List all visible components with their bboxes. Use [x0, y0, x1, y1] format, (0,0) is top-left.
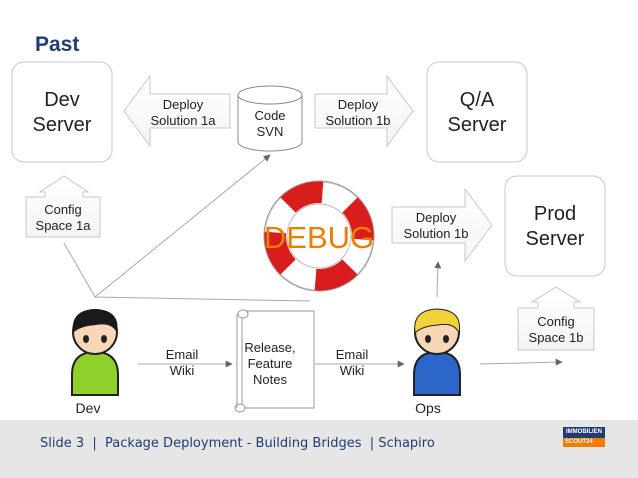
dev-person-icon — [71, 309, 119, 396]
svg-text:Deploy: Deploy — [338, 97, 379, 112]
svg-text:Feature: Feature — [248, 356, 293, 371]
dev-to-notes-line — [93, 296, 311, 302]
svg-text:Dev: Dev — [44, 89, 80, 111]
svg-text:SVN: SVN — [257, 124, 284, 139]
svg-text:Server: Server — [526, 228, 585, 250]
svg-text:Space 1b: Space 1b — [529, 330, 584, 345]
logo-bottom-text: SCOUT24 — [563, 438, 605, 447]
email-wiki-right-line2: Wiki — [340, 363, 365, 378]
svg-text:Code: Code — [254, 108, 285, 123]
deploy-solution-1b-top-arrow: Deploy Solution 1b — [314, 74, 414, 148]
svg-text:Deploy: Deploy — [416, 210, 457, 225]
ops-to-deploy-line — [434, 261, 442, 298]
code-svn-repository: Code SVN — [237, 85, 303, 152]
prod-server-box: Prod Server — [504, 175, 606, 277]
debug-label: DEBUG — [264, 220, 374, 255]
ops-person-icon — [413, 308, 461, 396]
svg-text:Notes: Notes — [253, 372, 287, 387]
svg-text:Prod: Prod — [534, 203, 576, 225]
deploy-solution-1b-prod-arrow: Deploy Solution 1b — [391, 187, 493, 263]
email-wiki-left-line2: Wiki — [170, 363, 195, 378]
svg-text:Release,: Release, — [244, 340, 295, 355]
svg-text:Server: Server — [448, 114, 507, 136]
qa-server-box: Q/A Server — [426, 61, 528, 163]
config-space-1b-arrow: Config Space 1b — [517, 286, 595, 351]
email-wiki-left-line1: Email — [166, 347, 199, 362]
dev-server-box: Dev Server — [11, 61, 113, 163]
footer-text: Slide 3 | Package Deployment - Building … — [40, 436, 435, 451]
dev-person-label: Dev — [76, 400, 101, 416]
svg-text:Solution 1b: Solution 1b — [325, 113, 390, 128]
logo-top-text: IMMOBILIEN — [563, 427, 605, 438]
ops-person-label: Ops — [415, 400, 441, 416]
ops-to-config-line — [479, 358, 563, 366]
footer-bar — [0, 420, 638, 478]
immobilienscout24-logo: IMMOBILIEN SCOUT24 — [563, 427, 605, 449]
dev-to-config-line — [63, 242, 96, 298]
slide-title: Past — [35, 33, 80, 56]
svg-text:Config: Config — [44, 202, 82, 217]
svg-text:Space 1a: Space 1a — [36, 218, 92, 233]
dev-to-svn-line — [94, 154, 271, 298]
email-wiki-right-line1: Email — [336, 347, 369, 362]
svg-text:Solution 1b: Solution 1b — [403, 226, 468, 241]
svg-text:Server: Server — [33, 114, 92, 136]
svg-text:Config: Config — [537, 314, 575, 329]
release-notes-scroll: Release, Feature Notes — [234, 309, 315, 413]
svg-text:Q/A: Q/A — [460, 89, 495, 111]
deploy-solution-1a-arrow: Deploy Solution 1a — [123, 74, 231, 148]
svg-text:Deploy: Deploy — [163, 97, 204, 112]
lifebuoy-icon — [263, 180, 375, 292]
svg-text:Solution 1a: Solution 1a — [150, 113, 216, 128]
config-space-1a-arrow: Config Space 1a — [25, 175, 101, 238]
